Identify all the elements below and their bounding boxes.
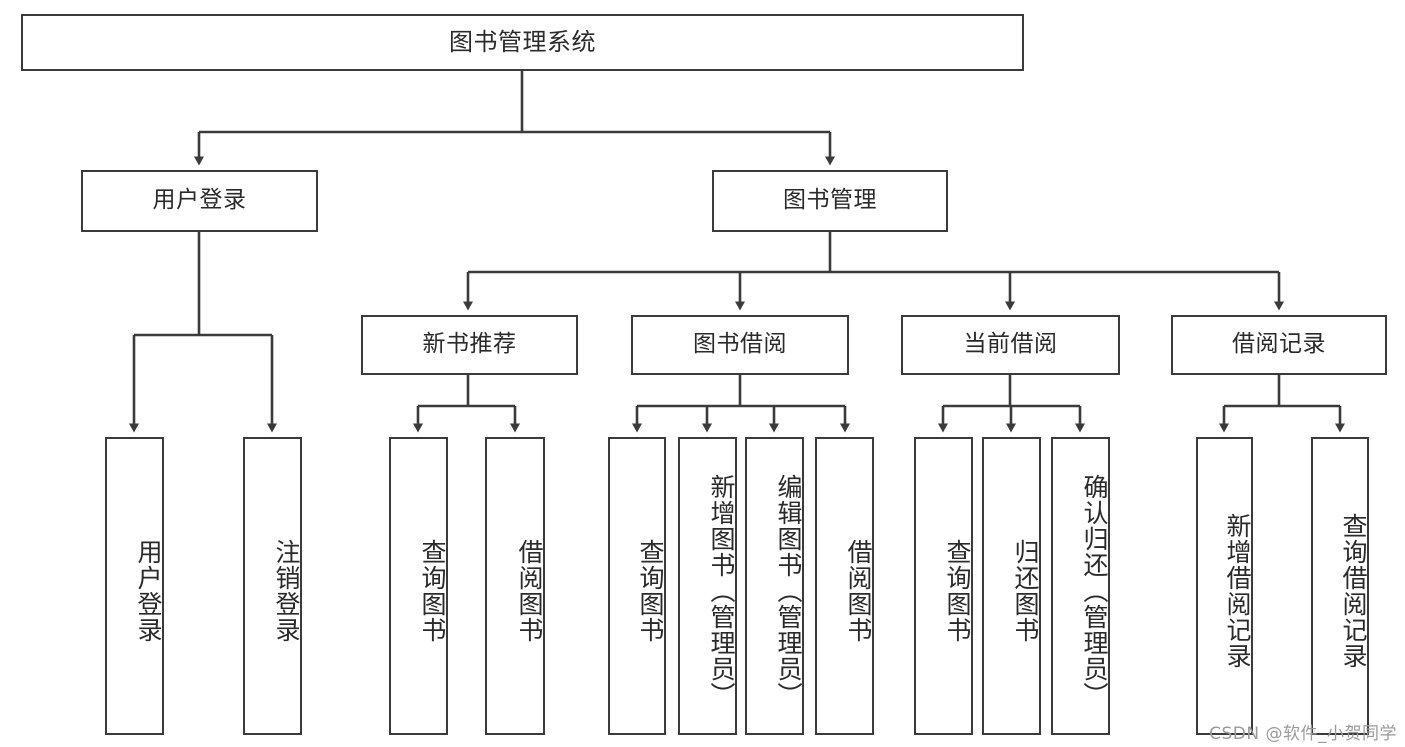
leaf-book-borrow-add-admin[interactable]: 新增图书（管理员） bbox=[678, 437, 737, 735]
leaf-current-borrow-return[interactable]: 归还图书 bbox=[982, 437, 1041, 735]
leaf-user-login-login[interactable]: 用户登录 bbox=[105, 437, 164, 735]
leaf-new-book-query[interactable]: 查询图书 bbox=[389, 437, 448, 735]
watermark-label: CSDN @软件_小贺同学 bbox=[1209, 724, 1397, 744]
node-new-book-recommend[interactable]: 新书推荐 bbox=[361, 315, 578, 375]
leaf-current-borrow-query[interactable]: 查询图书 bbox=[914, 437, 973, 735]
node-book-borrow[interactable]: 图书借阅 bbox=[631, 315, 849, 375]
leaf-user-login-logout[interactable]: 注销登录 bbox=[243, 437, 302, 735]
leaf-book-borrow-query[interactable]: 查询图书 bbox=[608, 437, 666, 735]
node-borrow-record[interactable]: 借阅记录 bbox=[1171, 315, 1387, 375]
leaf-borrow-record-query[interactable]: 查询借阅记录 bbox=[1311, 437, 1369, 735]
node-user-login[interactable]: 用户登录 bbox=[81, 170, 318, 232]
leaf-current-borrow-confirm-admin[interactable]: 确认归还（管理员） bbox=[1051, 437, 1110, 735]
leaf-book-borrow-borrow[interactable]: 借阅图书 bbox=[815, 437, 874, 735]
node-root-system[interactable]: 图书管理系统 bbox=[21, 14, 1024, 71]
node-current-borrow[interactable]: 当前借阅 bbox=[901, 315, 1120, 375]
leaf-new-book-borrow[interactable]: 借阅图书 bbox=[485, 437, 545, 735]
leaf-borrow-record-add[interactable]: 新增借阅记录 bbox=[1196, 437, 1253, 735]
leaf-book-borrow-edit-admin[interactable]: 编辑图书（管理员） bbox=[745, 437, 804, 735]
node-book-management[interactable]: 图书管理 bbox=[712, 170, 948, 232]
